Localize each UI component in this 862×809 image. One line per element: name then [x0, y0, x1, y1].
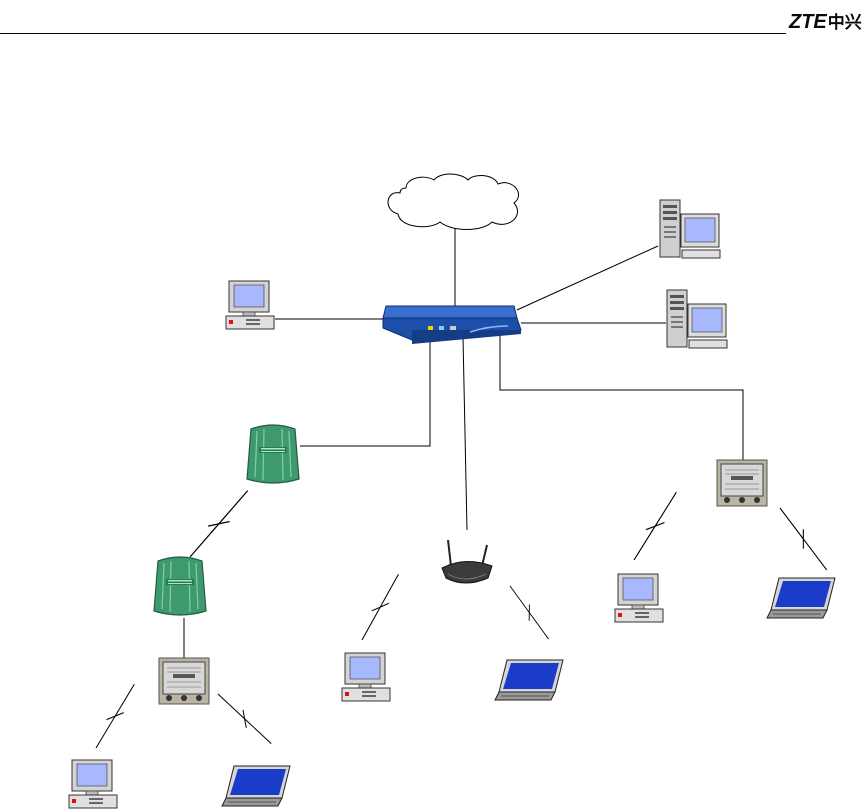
client-laptop-bottom-left [222, 766, 290, 806]
wireless-link-apleft-desktop [91, 681, 139, 751]
client-desktop-center [342, 653, 390, 701]
access-point-left [159, 658, 209, 704]
outdoor-ap-1 [247, 425, 299, 483]
wireless-link-apright-laptop [775, 504, 831, 573]
wireless-link-bridge1-bridge2 [185, 486, 253, 561]
wireless-link-router-desktop [357, 571, 403, 642]
internet-cloud [388, 174, 519, 230]
server-1 [660, 200, 720, 258]
client-laptop-right [767, 578, 835, 618]
client-desktop-bottom-left [69, 760, 117, 808]
wireless-link-apright-desktop [629, 489, 682, 563]
wireless-router [442, 540, 492, 583]
access-point-right [717, 460, 767, 506]
link-switch-wirelessrouter [463, 337, 467, 530]
wireless-link-router-laptop [506, 583, 553, 642]
wireless-link-apleft-laptop [214, 690, 275, 748]
link-switch-apright [500, 335, 743, 460]
link-switch-bridge1 [300, 335, 430, 446]
admin-pc [226, 281, 274, 329]
client-laptop-center [495, 660, 563, 700]
wireless-links [91, 486, 831, 751]
link-server1-switch [517, 246, 658, 310]
outdoor-ap-2 [154, 557, 206, 615]
client-desktop-right [615, 574, 663, 622]
server-2 [667, 290, 727, 348]
